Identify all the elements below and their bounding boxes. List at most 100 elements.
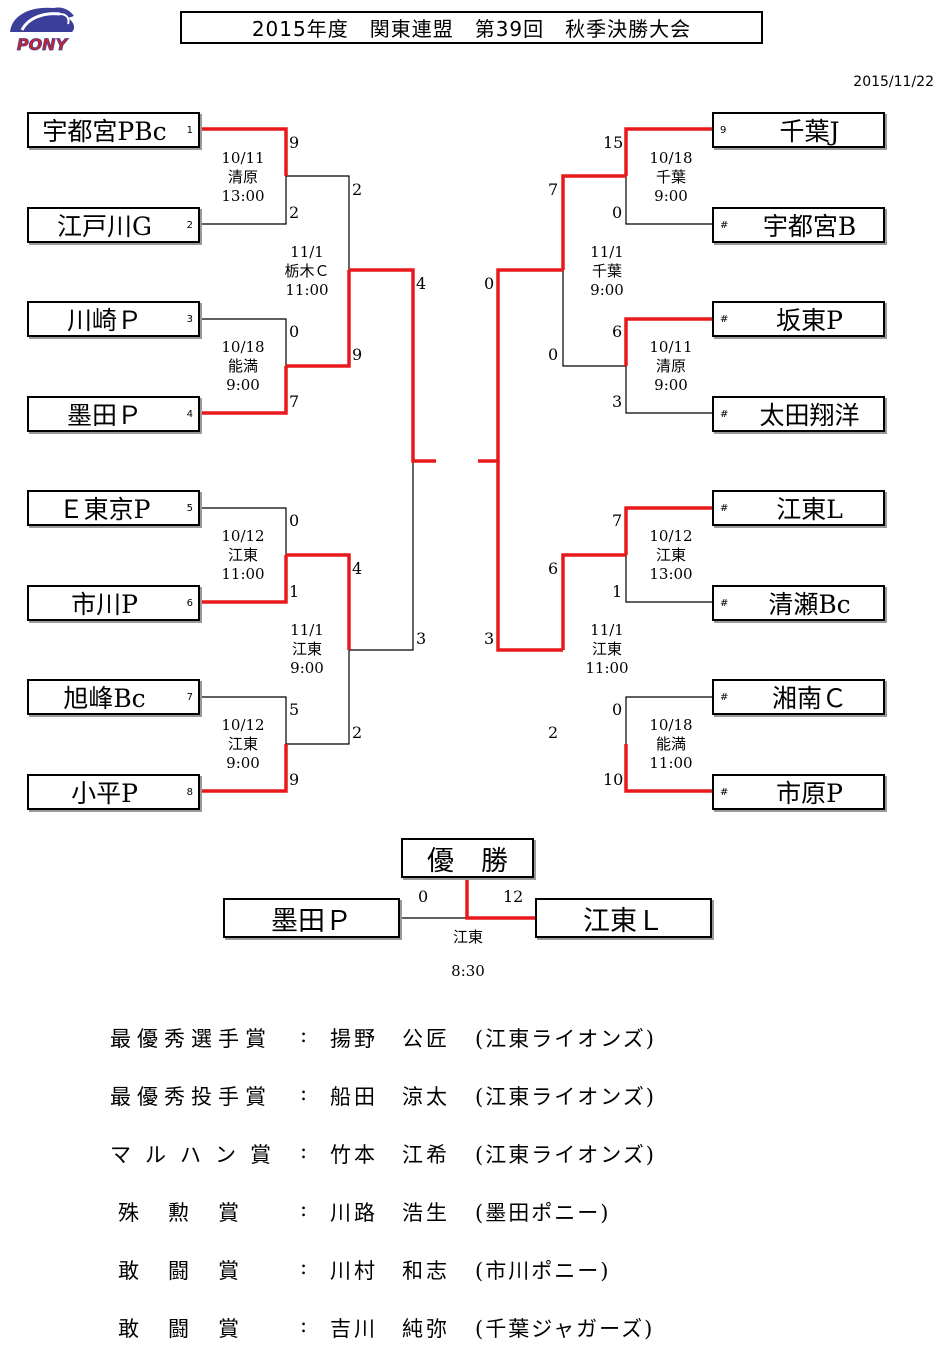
award-team: (墨田ポニー) [475,1201,611,1225]
team-name: 千葉J [779,117,840,146]
final-team-right: 江東Ｌ [535,898,712,938]
team-name: 旭峰Bc [63,684,146,713]
team-name: 川崎Ｐ [66,306,142,335]
team-box: # 清瀬Bc [712,585,885,621]
team-name: Ｅ東京P [58,495,151,524]
score: 1 [612,582,623,601]
score: 15 [603,133,624,152]
score: 4 [416,274,427,293]
team-box: 宇都宮PBc 1 [27,112,200,148]
team-seed: 8 [186,786,193,798]
score: 10 [603,770,624,789]
score: 7 [612,511,623,530]
team-name: 小平P [71,779,138,808]
team-seed: # [720,408,729,420]
award-colon: : [300,1139,308,1163]
team-box: # 市原P [712,774,885,810]
team-name: 湘南Ｃ [771,684,847,713]
pony-logo: PONY [4,7,80,54]
score: 9 [289,770,300,789]
team-seed: # [720,219,729,231]
team-name: 墨田Ｐ [66,401,142,430]
score: 2 [548,723,559,742]
team-name: 坂東P [776,306,843,335]
award-colon: : [300,1081,308,1105]
award-title: マルハン賞 [110,1143,285,1167]
team-box: 川崎Ｐ 3 [27,301,200,337]
team-box: # 江東L [712,490,885,526]
team-seed: 7 [186,691,193,703]
final-team-left: 墨田Ｐ [223,898,400,938]
award-title: 最優秀選手賞 [110,1027,272,1051]
award-title: 殊 勲 賞 [118,1201,243,1225]
score: 6 [548,559,559,578]
svg-text:PONY: PONY [17,35,69,54]
team-name: 宇都宮B [762,212,857,241]
team-seed: # [720,313,729,325]
award-colon: : [300,1313,308,1337]
score: 0 [289,322,300,341]
award-winner: 吉川 純弥 [330,1317,450,1341]
score: 2 [352,180,363,199]
award-colon: : [300,1023,308,1047]
report-date: 2015/11/22 [853,74,934,90]
team-box: Ｅ東京P 5 [27,490,200,526]
team-box: # 太田翔洋 [712,396,885,432]
team-name: 宇都宮PBc [42,117,167,146]
score: 3 [612,392,623,411]
final-time: 8:30 [451,962,485,980]
team-seed: # [720,786,729,798]
champion-label: 優 勝 [401,838,534,878]
score: 9 [289,133,300,152]
final-score-right: 12 [503,887,524,906]
team-seed: 9 [720,124,727,136]
team-seed: 1 [186,124,193,136]
team-box: 小平P 8 [27,774,200,810]
team-seed: # [720,597,729,609]
team-name: 市原P [776,779,843,808]
award-team: (江東ライオンズ) [475,1027,656,1051]
score: 4 [352,559,363,578]
team-box: 9 千葉J [712,112,885,148]
award-team: (千葉ジャガーズ) [475,1317,655,1341]
score: 5 [289,700,300,719]
award-title: 敢 闘 賞 [118,1317,243,1341]
team-box: # 宇都宮B [712,207,885,243]
page-title: 2015年度 関東連盟 第39回 秋季決勝大会 [180,11,763,44]
score: 1 [289,582,300,601]
award-colon: : [300,1197,308,1221]
team-seed: 2 [186,219,193,231]
score: 0 [289,511,300,530]
team-seed: 3 [186,313,193,325]
score: 3 [484,629,495,648]
team-box: 旭峰Bc 7 [27,679,200,715]
award-winner: 川村 和志 [330,1259,450,1283]
team-name: 江東L [776,495,843,524]
score: 7 [289,392,300,411]
team-name: 清瀬Bc [768,590,851,619]
award-title: 最優秀投手賞 [110,1085,272,1109]
team-seed: 4 [186,408,193,420]
award-winner: 船田 涼太 [330,1085,450,1109]
team-name: 太田翔洋 [759,401,860,430]
score: 0 [612,203,623,222]
team-seed: 5 [186,502,193,514]
award-team: (江東ライオンズ) [475,1143,656,1167]
award-colon: : [300,1255,308,1279]
score: 6 [612,322,623,341]
team-seed: 6 [186,597,193,609]
score: 3 [416,629,427,648]
team-seed: # [720,502,729,514]
